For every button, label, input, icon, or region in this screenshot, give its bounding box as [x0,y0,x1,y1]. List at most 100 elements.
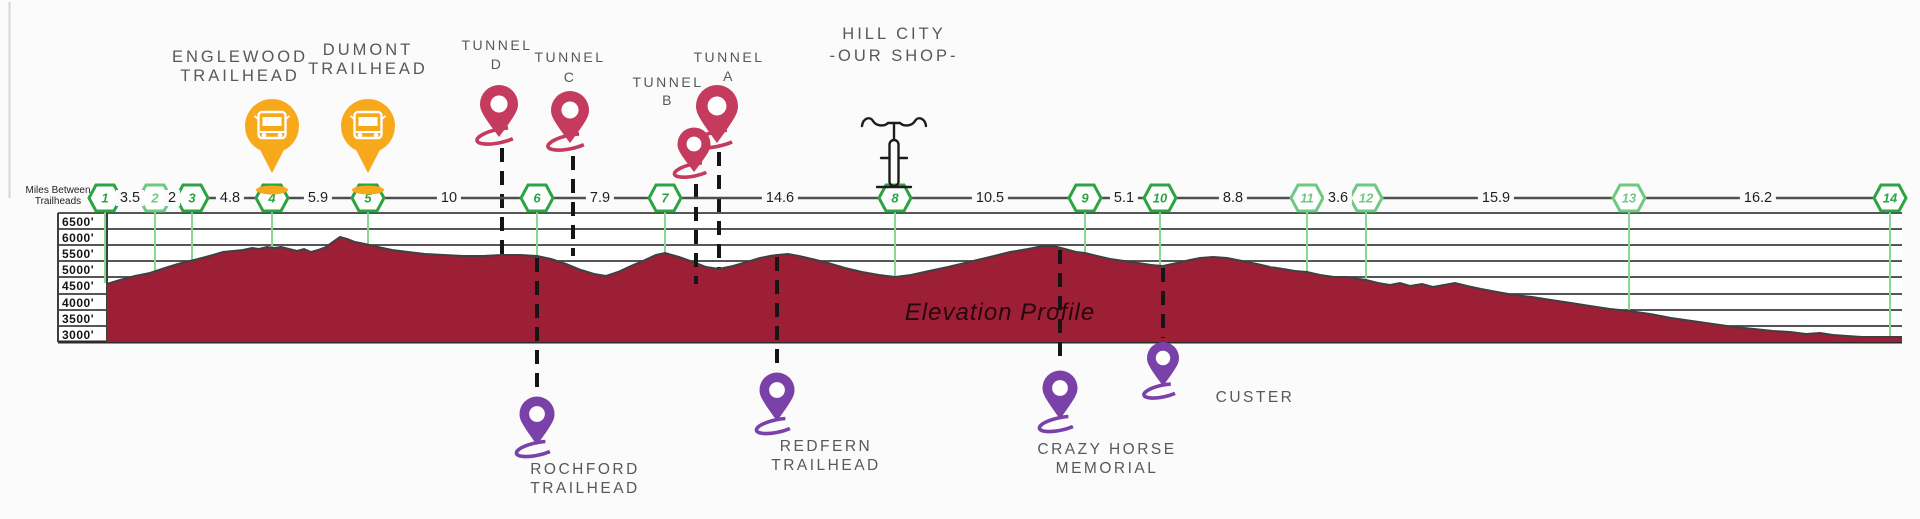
pin-redfern-trailhead [754,372,800,436]
englewood-trailhead-label-line1: ENGLEWOOD [171,48,309,66]
trailhead-marker-13: 13 [1611,183,1647,213]
tunnel-d-label-line1: TUNNEL [461,37,533,53]
trailhead-marker-14-number: 14 [1883,191,1898,206]
trailhead-marker-9: 9 [1067,183,1103,213]
bus-icon [349,110,387,140]
trailhead-marker-3-hexagon [174,183,210,213]
redfern-trailhead-label-line2: TRAILHEAD [771,457,881,474]
pin-rochford-trailhead-hole [529,406,545,422]
elevation-tick-label-3000: 3000' [62,328,95,342]
pin-tunnel-b-hole [686,136,702,152]
mile-distance-label-14.6: 14.6 [761,190,799,206]
bicycle-wheel [888,138,900,188]
trailhead-marker-12: 12 [1348,183,1384,213]
trailhead-marker-13-number: 13 [1622,191,1637,206]
bus-icon-left-mirror [349,115,356,120]
miles-between-axis-label-line2: Trailheads [34,196,82,207]
pin-crazy-horse-memorial [1037,370,1083,434]
crazy-horse-memorial-label-line2: MEMORIAL [1055,460,1159,477]
trailhead-marker-9-hexagon [1067,183,1103,213]
custer-label-line1: CUSTER [1215,389,1295,406]
pin-custer [1142,342,1184,400]
trailhead-marker-6: 6 [519,183,555,213]
pin-custer-hole [1155,350,1171,366]
mile-distance-label-15.9: 15.9 [1477,190,1515,206]
trailhead-marker-7-number: 7 [661,191,669,206]
bus-icon-right-light [373,132,379,138]
bus-icon-left-light [261,132,267,138]
elevation-tick-label-6500: 6500' [62,215,95,229]
mile-distance-label-8.8: 8.8 [1218,190,1248,206]
tunnel-a-label-line2: A [723,68,735,84]
mile-distance-label-10.5: 10.5 [971,190,1009,206]
elevation-profile-area [107,237,1902,342]
tunnel-d-label-line2: D [490,56,504,72]
pin-redfern-trailhead-base-swoosh [754,416,800,436]
pin-crazy-horse-memorial-hole [1052,380,1068,396]
trailhead-marker-10: 10 [1142,183,1178,213]
trailhead-marker-14-hexagon [1872,183,1908,213]
trailhead-marker-12-hexagon [1348,183,1384,213]
rochford-trailhead-label-line2: TRAILHEAD [530,480,640,497]
pin-tunnel-d-hole [490,95,508,113]
elevation-tick-label-5000: 5000' [62,263,95,277]
tunnel-a-label-line1: TUNNEL [693,49,765,65]
trailhead-marker-12-number: 12 [1359,191,1374,206]
pin-tunnel-d [475,85,523,146]
elevation-tick-label-4000: 4000' [62,296,95,310]
trailhead-marker-10-hexagon [1142,183,1178,213]
trailhead-marker-6-number: 6 [533,191,541,206]
pin-redfern-trailhead-hole [769,382,785,398]
crazy-horse-memorial-label-line1: CRAZY HORSE [1037,441,1177,458]
tunnel-c-label-line2: C [563,69,577,85]
trailhead-marker-8-hexagon [877,183,913,213]
bus-icon [253,110,291,140]
mile-distance-label-2: 2 [163,190,181,206]
trailhead-marker-10-number: 10 [1153,191,1168,206]
bus-icon-right-mirror [380,115,387,120]
mile-distance-label-10: 10 [436,190,462,206]
bus-icon-outline [257,110,287,140]
trailhead-marker-13-hexagon [1611,183,1647,213]
elevation-profile-top-edge [106,235,1902,338]
dumont-trailhead-label-line2: TRAILHEAD [308,60,428,78]
trailhead-marker-6-hexagon [519,183,555,213]
elevation-tick-label-6000: 6000' [62,231,95,245]
bus-pin-base-ellipse [256,185,288,195]
pin-tunnel-c [546,91,594,152]
trailhead-marker-5-number: 5 [364,191,372,206]
mile-distance-label-4.8: 4.8 [215,190,245,206]
trailhead-marker-11-hexagon [1289,183,1325,213]
trailhead-marker-14: 14 [1872,183,1908,213]
tunnel-c-label-line1: TUNNEL [534,49,606,65]
hill-city-label-line1: HILL CITY [842,25,946,43]
dumont-trailhead-label-line1: DUMONT [322,41,414,59]
trailhead-marker-7: 7 [647,183,683,213]
trailhead-marker-7-hexagon [647,183,683,213]
englewood-trailhead-label-line2: TRAILHEAD [180,67,300,85]
bus-pin-base-ellipse [352,185,384,195]
pin-englewood-trailhead [245,99,299,195]
rochford-trailhead-label-line1: ROCHFORD [530,461,640,478]
elevation-tick-label-5500: 5500' [62,247,95,261]
mile-distance-label-5.1: 5.1 [1109,190,1139,206]
miles-between-axis-label-line1: Miles Between [25,185,91,196]
bus-icon-windshield [262,117,282,126]
trailhead-marker-8: 8 [877,183,913,213]
tunnel-b-label-line1: TUNNEL [632,74,704,90]
trailhead-marker-3: 3 [174,183,210,213]
pin-crazy-horse-memorial-base-swoosh [1037,414,1083,434]
tunnel-b-label-line2: B [662,92,674,108]
chart-title: Elevation Profile [904,299,1096,326]
miles-between-axis-label: Miles Between Trailheads [20,185,96,207]
bus-icon-windshield [358,117,378,126]
pin-dumont-trailhead [341,99,395,195]
mile-distance-label-3.6: 3.6 [1323,190,1353,206]
redfern-trailhead-label-line1: REDFERN [779,438,873,455]
mile-distance-label-7.9: 7.9 [585,190,615,206]
mile-distance-label-3.5: 3.5 [115,190,145,206]
pin-tunnel-c-hole [561,101,579,119]
trailhead-marker-1-number: 1 [101,191,108,206]
trailhead-marker-8-number: 8 [891,191,899,206]
